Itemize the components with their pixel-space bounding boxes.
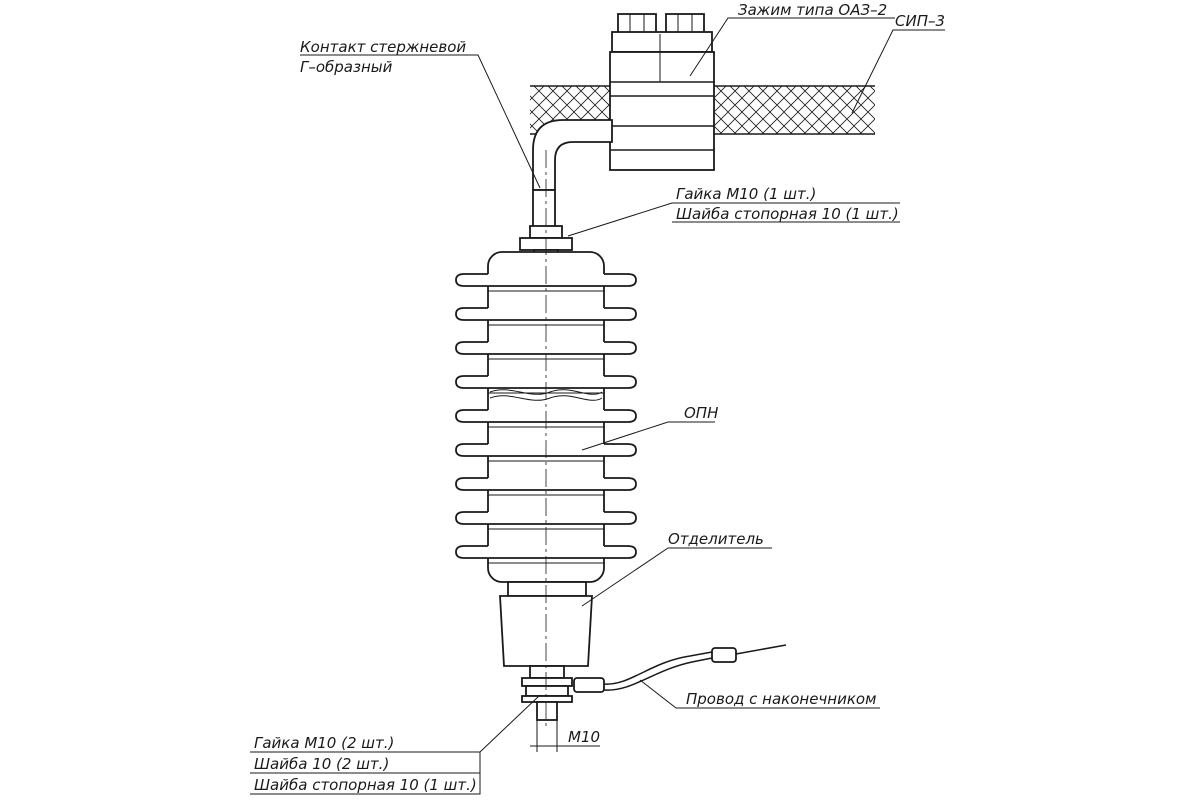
label-clamp: Зажим типа ОАЗ–2 bbox=[738, 1, 887, 19]
label-contact-line2: Г–образный bbox=[300, 58, 393, 76]
label-washer-bottom: Шайба 10 (2 шт.) bbox=[254, 755, 389, 773]
label-separator: Отделитель bbox=[668, 530, 764, 548]
label-washer-top: Шайба стопорная 10 (1 шт.) bbox=[676, 205, 899, 223]
label-nut-top: Гайка М10 (1 шт.) bbox=[676, 185, 816, 203]
label-nut-bottom: Гайка М10 (2 шт.) bbox=[254, 734, 394, 752]
insulator-shed bbox=[455, 511, 637, 525]
label-cable: СИП–3 bbox=[895, 12, 945, 30]
m10-dimension bbox=[530, 720, 600, 752]
label-lockwasher-bottom: Шайба стопорная 10 (1 шт.) bbox=[254, 776, 477, 794]
leader-lines bbox=[250, 17, 945, 795]
l-shaped-rod-contact bbox=[532, 119, 613, 231]
break-line bbox=[489, 389, 603, 395]
label-contact-line1: Контакт стержневой bbox=[300, 38, 466, 56]
wire-with-lug bbox=[573, 644, 787, 693]
label-wire: Провод с наконечником bbox=[686, 690, 876, 708]
bottom-nut-washer bbox=[521, 665, 573, 721]
label-thread-dim: М10 bbox=[568, 728, 600, 746]
label-arrester: ОПН bbox=[684, 404, 718, 422]
clamp-oaz2 bbox=[609, 13, 715, 171]
